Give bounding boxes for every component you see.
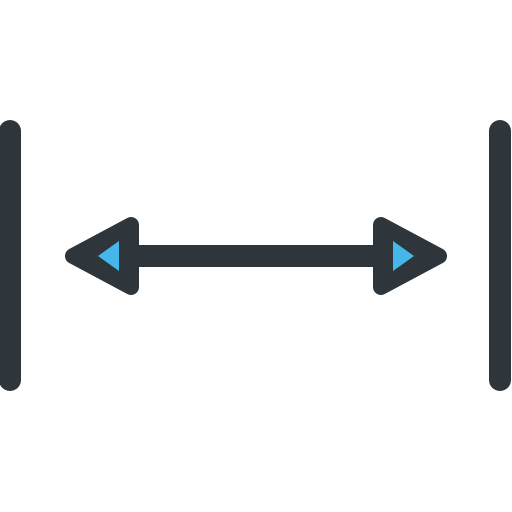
right-arrowhead-accent (393, 241, 414, 271)
left-arrowhead-icon (65, 217, 139, 295)
right-arrowhead-icon (373, 217, 447, 295)
left-arrowhead-accent (98, 241, 119, 271)
